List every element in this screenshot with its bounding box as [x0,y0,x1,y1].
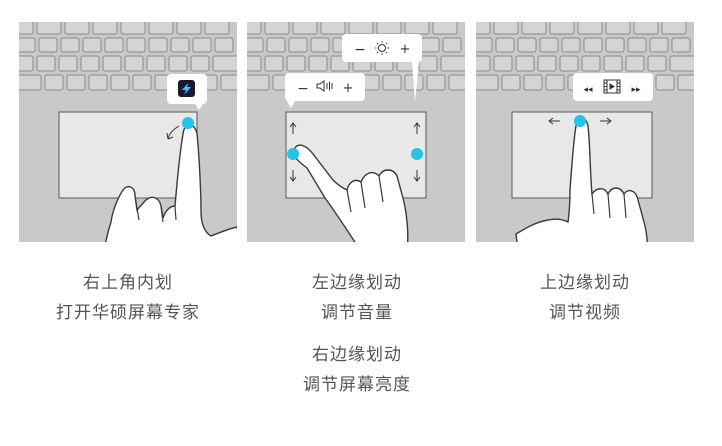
forward-icon: ▸▸ [631,85,641,95]
sun-icon [375,41,389,55]
volume-plus: + [343,81,354,96]
caption-top-edge-swipe: 上边缘划动 调节视频 [465,268,705,328]
touch-point-left [287,148,299,160]
volume-popup: − + [285,73,365,108]
caption-line: 调节屏幕亮度 [303,375,411,395]
caption-corner-swipe: 右上角内划 打开华硕屏幕专家 [8,268,248,328]
arrow-down-icon [289,170,297,182]
caption-line: 左边缘划动 [312,273,402,293]
caption-line: 上边缘划动 [540,273,630,293]
caption-line: 调节视频 [549,303,621,323]
arrow-right-icon [600,117,612,125]
touch-point [182,117,194,129]
illustration-corner-swipe [19,22,237,242]
touch-point [574,115,586,127]
brightness-plus: + [400,42,411,57]
screenxpert-popup [167,74,207,110]
illustration-edge-swipe: − + − + [247,22,465,242]
volume-minus: − [297,81,309,97]
rewind-icon: ◂◂ [583,85,593,95]
keyboard [247,22,465,91]
swipe-arrow-icon [166,125,180,140]
caption-line: 调节音量 [321,303,393,323]
hand [105,124,237,242]
keyboard [19,22,237,91]
touch-point-right [411,148,423,160]
arrow-down-icon [413,170,421,182]
caption-edge-swipe: 左边缘划动 调节音量 右边缘划动 调节屏幕亮度 [237,268,477,400]
arrow-left-icon [548,117,560,125]
caption-line: 打开华硕屏幕专家 [56,303,200,323]
caption-line: 右边缘划动 [312,345,402,365]
video-frame-icon [603,79,621,94]
touchpad [58,111,198,199]
brightness-minus: − [354,42,366,58]
hand [515,117,648,242]
video-popup: ◂◂ ▸▸ [573,73,653,101]
arrow-up-icon [289,122,297,134]
caption-line: 右上角内划 [83,273,173,293]
hand [293,144,409,242]
illustration-top-edge-swipe: ◂◂ ▸▸ [476,22,694,242]
brightness-popup: − + [342,34,422,102]
speaker-icon [316,80,333,92]
arrow-up-icon [413,122,421,134]
